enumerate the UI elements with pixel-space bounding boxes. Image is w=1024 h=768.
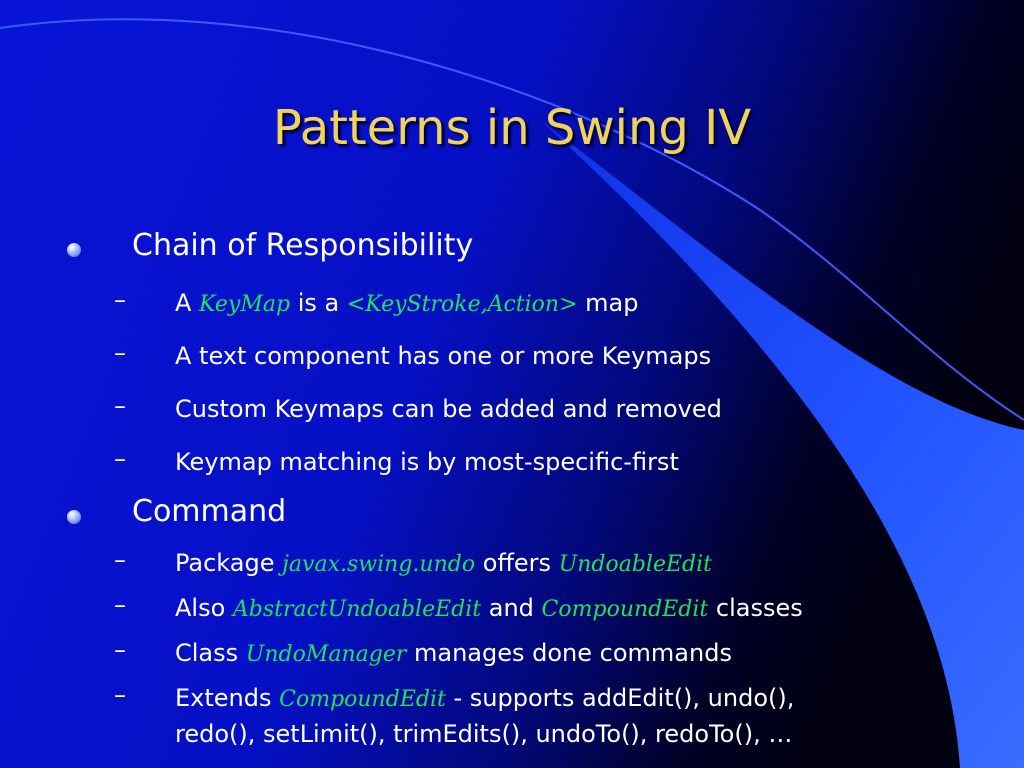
item-text: Also [175, 594, 233, 622]
item-text: map [577, 289, 639, 317]
list-item: Class UndoManager manages done commands [175, 636, 732, 672]
section-heading: Chain of Responsibility [132, 228, 474, 263]
dash-marker: – [114, 591, 126, 619]
item-text: manages done commands [406, 639, 732, 667]
item-text: - supports addEdit(), undo(), [445, 684, 795, 712]
list-item: A text component has one or more Keymaps [175, 342, 712, 370]
list-item-continuation: redo(), setLimit(), trimEdits(), undoTo(… [175, 720, 793, 748]
item-text: Extends [175, 684, 280, 712]
item-text: offers [475, 549, 559, 577]
swoosh-line [0, 18, 1024, 421]
list-item: A KeyMap is a <KeyStroke,Action> map [175, 286, 638, 322]
code-term: javax.swing.undo [282, 552, 476, 577]
code-term: UndoableEdit [558, 552, 712, 577]
dash-marker: – [114, 286, 126, 314]
slide-title: Patterns in Swing IV [272, 100, 752, 156]
list-item: Custom Keymaps can be added and removed [175, 395, 722, 423]
item-text: A [175, 289, 200, 317]
list-item: Also AbstractUndoableEdit and CompoundEd… [175, 591, 803, 627]
item-text: and [481, 594, 542, 622]
item-text: Package [175, 549, 283, 577]
item-text: Class [175, 639, 246, 667]
code-term: <KeyStroke,Action> [346, 292, 578, 317]
bullet-icon [67, 510, 81, 524]
item-text: classes [708, 594, 803, 622]
swoosh-shape [540, 120, 1024, 768]
list-item: Keymap matching is by most-specific-firs… [175, 448, 679, 476]
dash-marker: – [114, 392, 126, 420]
dash-marker: – [114, 636, 126, 664]
dash-marker: – [114, 681, 126, 709]
dash-marker: – [114, 445, 126, 473]
dash-marker: – [114, 339, 126, 367]
code-term: KeyMap [199, 292, 291, 317]
code-term: CompoundEdit [279, 687, 446, 712]
list-item: Package javax.swing.undo offers Undoable… [175, 546, 712, 582]
code-term: AbstractUndoableEdit [232, 597, 482, 622]
section-heading: Command [132, 494, 287, 529]
list-item: Extends CompoundEdit - supports addEdit(… [175, 681, 794, 717]
code-term: CompoundEdit [541, 597, 709, 622]
bullet-icon [67, 243, 81, 257]
item-text: is a [290, 289, 347, 317]
code-term: UndoManager [245, 642, 407, 667]
dash-marker: – [114, 546, 126, 574]
